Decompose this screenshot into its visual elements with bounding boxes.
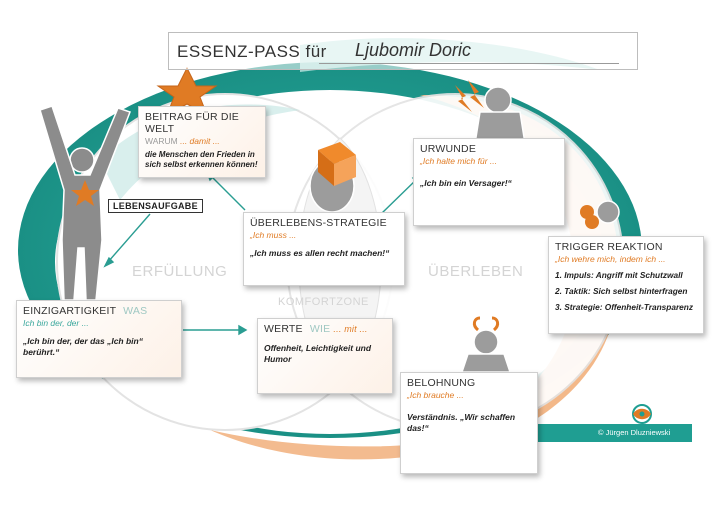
belohnung-title: BELOHNUNG (407, 377, 476, 389)
belohnung-figure (460, 316, 512, 373)
beitrag-q-gray: WARUM (145, 136, 178, 146)
beitrag-q: ... damit ... (180, 136, 220, 146)
lebensaufgabe-label: LEBENSAUFGABE (108, 199, 203, 213)
center-figure (309, 142, 356, 213)
trigger-list: 1. Impuls: Angriff mit Schutzwall 2. Tak… (555, 270, 697, 313)
header-title: ESSENZ-PASS für (177, 42, 327, 61)
trigger-item: 2. Taktik: Sich selbst hinterfragen (555, 286, 688, 296)
card-urwunde: URWUNDE „Ich halte mich für ... „Ich bin… (413, 138, 565, 226)
card-belohnung: BELOHNUNG „Ich brauche ... Verständnis. … (400, 372, 538, 474)
belohnung-question: „Ich brauche ... (407, 390, 464, 400)
header-box: ESSENZ-PASS für Ljubomir Doric (168, 32, 638, 70)
werte-body: Offenheit, Leichtigkeit und Humor (264, 343, 372, 364)
strategie-question: „Ich muss ... (250, 230, 297, 240)
card-werte: WERTE WIE ... mit ... Offenheit, Leichti… (257, 318, 393, 394)
einzigartigkeit-body: „Ich bin der, der das „Ich bin“ berührt.… (23, 336, 143, 357)
card-einzigartigkeit: EINZIGARTIGKEIT WAS Ich bin der, der ...… (16, 300, 182, 378)
werte-title-row: WERTE WIE ... mit ... (264, 323, 386, 335)
beitrag-title: BEITRAG FÜR DIE WELT (145, 111, 240, 135)
lebensaufgabe-text: LEBENSAUFGABE (113, 201, 198, 211)
header-name-underline (319, 63, 619, 64)
einzigartigkeit-question: Ich bin der, der ... (23, 318, 89, 328)
einzigartigkeit-sub: WAS (123, 305, 148, 317)
trigger-figure (580, 200, 620, 229)
header-name: Ljubomir Doric (355, 40, 472, 60)
urwunde-body: „Ich bin ein Versager!“ (420, 178, 512, 188)
einzigartigkeit-title-row: EINZIGARTIGKEIT WAS (23, 305, 175, 317)
werte-sub2: ... mit ... (333, 324, 368, 334)
strategie-body: „Ich muss es allen recht machen!“ (250, 248, 390, 258)
zone-ueberleben: ÜBERLEBEN (428, 263, 524, 280)
belohnung-body: Verständnis. „Wir schaffen das!“ (407, 412, 516, 433)
big-star (156, 66, 218, 117)
card-strategie: ÜBERLEBENS-STRATEGIE „Ich muss ... „Ich … (243, 212, 405, 286)
zone-komfortzone: KOMFORTZONE (278, 296, 369, 308)
card-beitrag: BEITRAG FÜR DIE WELT WARUM ... damit ...… (138, 106, 266, 178)
beitrag-question: WARUM ... damit ... (145, 136, 259, 146)
zone-erfuellung: ERFÜLLUNG (132, 263, 228, 280)
strategie-title: ÜBERLEBENS-STRATEGIE (250, 217, 387, 229)
werte-sub: WIE (309, 323, 331, 335)
trigger-title: TRIGGER REAKTION (555, 241, 663, 253)
werte-title: WERTE (264, 323, 303, 335)
card-trigger: TRIGGER REAKTION „Ich wehre mich, indem … (548, 236, 704, 334)
urwunde-title: URWUNDE (420, 143, 477, 155)
eye-logo-icon (632, 404, 652, 424)
copyright: © Jürgen Dluzniewski (598, 428, 671, 437)
small-star (71, 180, 99, 206)
left-figure (39, 105, 131, 301)
beitrag-body: die Menschen den Frieden in sich selbst … (145, 150, 258, 169)
trigger-item: 1. Impuls: Angriff mit Schutzwall (555, 270, 683, 280)
urwunde-question: „Ich halte mich für ... (420, 156, 497, 166)
trigger-question: „Ich wehre mich, indem ich ... (555, 254, 666, 264)
trigger-item: 3. Strategie: Offenheit-Transparenz (555, 302, 694, 312)
einzigartigkeit-title: EINZIGARTIGKEIT (23, 305, 117, 317)
